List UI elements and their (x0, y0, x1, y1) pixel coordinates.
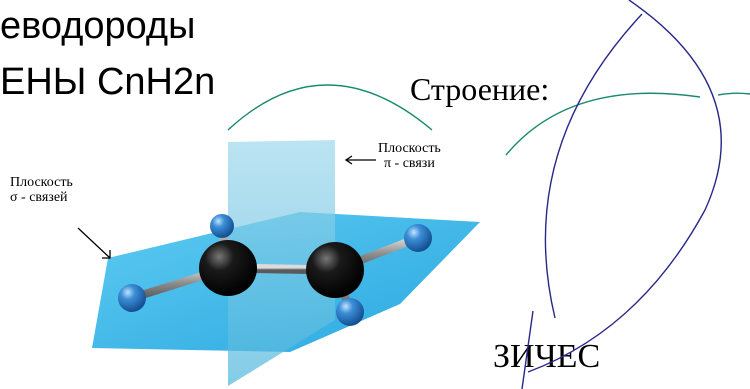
sigma-plane-label-line1: Плоскость (10, 175, 73, 190)
hydrogen-atom-3 (404, 224, 432, 252)
arrow-to-sigma-plane-head (102, 250, 111, 259)
hydrogen-atom-2 (210, 214, 234, 238)
pi-plane-label-line2: π - связи (383, 155, 435, 171)
pi-plane-label-line1: Плоскость (378, 141, 441, 156)
title-line-2: ЕНЫ CnH2n (0, 61, 216, 103)
pi-plane-label: Плоскость π - связи (378, 141, 441, 171)
hydrogen-atom-1 (118, 284, 146, 312)
teal-arc-right (505, 92, 701, 156)
arrow-to-pi-plane-head (344, 155, 353, 165)
navy-arc-top (527, 0, 722, 373)
navy-arc-inner (544, 13, 643, 319)
sigma-plane-label-line2: σ - связей (10, 189, 68, 205)
hydrogen-atom-4 (336, 298, 364, 326)
pi-bond-plane (228, 140, 335, 386)
navy-stroke-bottom (521, 310, 534, 389)
teal-arc-left (227, 84, 433, 131)
carbon-atom-2 (306, 242, 364, 298)
structure-heading: Строение: (410, 71, 550, 107)
carbon-atom-1 (199, 240, 257, 296)
teal-arc-short (717, 92, 750, 96)
title-line-1: еводороды (0, 5, 196, 47)
sigma-plane-label: Плоскость σ - связей (10, 175, 73, 205)
arrow-to-sigma-plane (77, 227, 111, 259)
